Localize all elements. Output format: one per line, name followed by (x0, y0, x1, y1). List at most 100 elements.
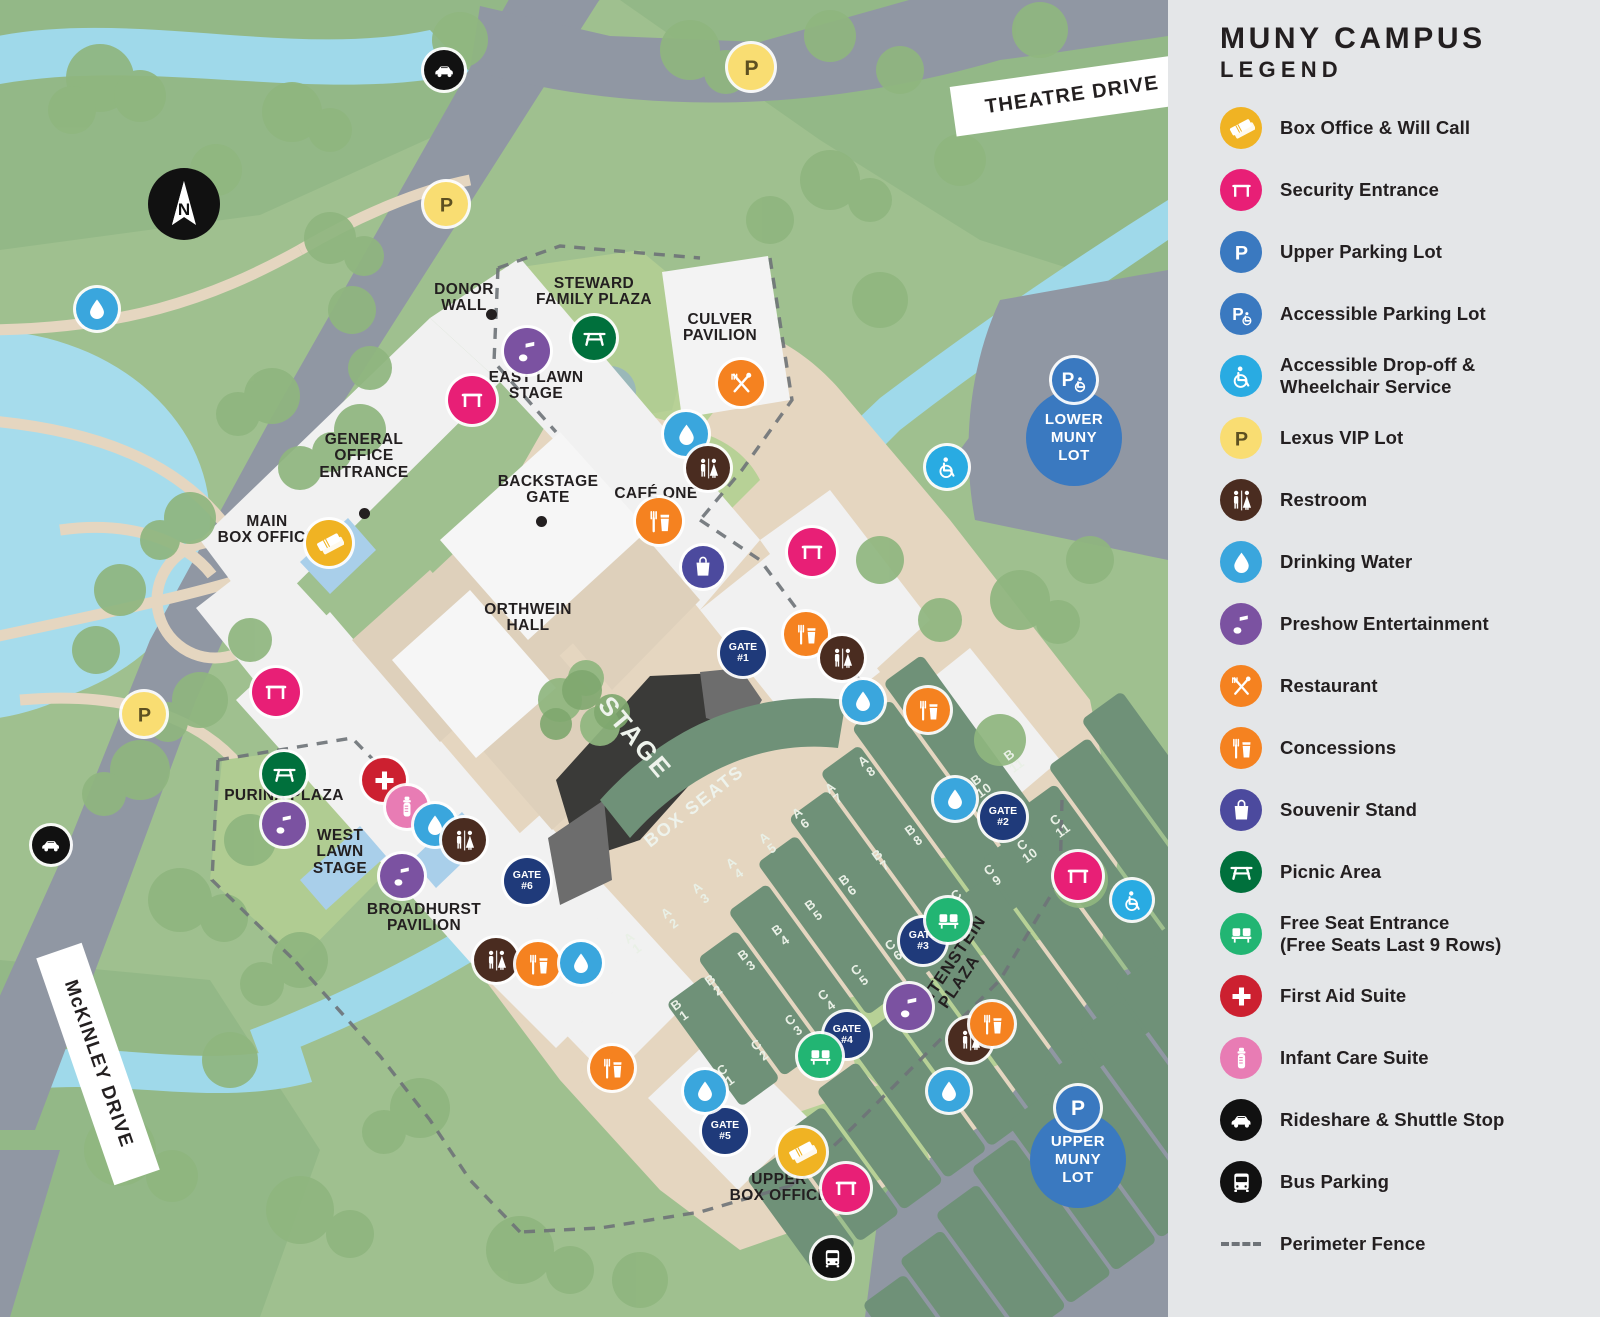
security-gate-icon[interactable] (448, 376, 496, 424)
music-note-icon[interactable] (262, 802, 306, 846)
legend-item-tickets: Box Office & Will Call (1220, 105, 1600, 151)
legend-title: MUNY CAMPUS (1220, 22, 1486, 55)
legend-item-picnic-table: Picnic Area (1220, 849, 1600, 895)
backstage-gate-dot (536, 516, 547, 527)
security-gate-icon[interactable] (788, 528, 836, 576)
lexus-parking-icon[interactable]: P (122, 692, 166, 736)
restaurant-icon (1220, 665, 1262, 707)
concessions-icon (1220, 727, 1262, 769)
security-gate-icon[interactable] (252, 668, 300, 716)
legend-item-label: Restroom (1280, 489, 1368, 511)
concessions-icon[interactable] (906, 688, 950, 732)
restroom-icon[interactable] (686, 446, 730, 490)
legend-item-water-drop: Drinking Water (1220, 539, 1600, 585)
music-note-icon[interactable] (504, 328, 550, 374)
legend-item-label: Concessions (1280, 737, 1397, 759)
broadhurst-pavilion-label: BROADHURST PAVILION (366, 901, 482, 935)
water-drop-icon[interactable] (560, 942, 602, 984)
free-seat-icon[interactable] (798, 1034, 842, 1078)
music-note-icon[interactable] (886, 984, 932, 1030)
legend-item-label: Picnic Area (1280, 861, 1382, 883)
lexus-parking-icon[interactable]: P (728, 44, 774, 90)
water-drop-icon[interactable] (928, 1070, 970, 1112)
svg-text:P: P (1232, 304, 1243, 323)
tickets-icon[interactable] (306, 520, 352, 566)
gate-3-label: GATE #3 (908, 928, 938, 952)
restroom-icon[interactable] (820, 636, 864, 680)
picnic-table-icon[interactable] (572, 316, 616, 360)
lexus-parking-icon[interactable]: P (424, 182, 468, 226)
culver-pavilion-label: CULVER PAVILION (682, 311, 758, 345)
legend-item-label: Lexus VIP Lot (1280, 427, 1404, 449)
legend-item-lexus-parking: P Lexus VIP Lot (1220, 415, 1600, 461)
music-note-icon[interactable] (380, 854, 424, 898)
restaurant-icon[interactable] (718, 360, 764, 406)
backstage-gate-label: BACKSTAGE GATE (497, 473, 599, 507)
lower-muny-lot-bubble[interactable]: LOWER MUNY LOT (1026, 390, 1122, 486)
restroom-icon[interactable] (442, 818, 486, 862)
svg-text:P: P (744, 56, 758, 80)
parking-p-icon: P (1220, 231, 1262, 273)
concessions-icon[interactable] (970, 1002, 1014, 1046)
legend-item-label: Bus Parking (1280, 1171, 1390, 1193)
tickets-icon[interactable] (778, 1128, 826, 1176)
gate-1-label: GATE #1 (728, 640, 758, 664)
svg-text:P: P (1234, 428, 1247, 450)
concessions-icon[interactable] (590, 1046, 634, 1090)
water-drop-icon[interactable] (934, 778, 976, 820)
legend-item-accessible-parking: P Accessible Parking Lot (1220, 291, 1600, 337)
souvenir-bag-icon[interactable] (682, 546, 724, 588)
rideshare-car-icon[interactable] (32, 826, 70, 864)
gate-2-label: GATE #2 (988, 804, 1018, 828)
legend-item-label: Accessible Drop-off & Wheelchair Service (1280, 354, 1476, 397)
bus-icon (1220, 1161, 1262, 1203)
accessible-parking-icon: P (1220, 293, 1262, 335)
legend-item-wheelchair: Accessible Drop-off & Wheelchair Service (1220, 353, 1600, 399)
water-drop-icon (1220, 541, 1262, 583)
parking-p-icon[interactable]: P (1056, 1086, 1100, 1130)
concessions-icon[interactable] (516, 942, 560, 986)
tickets-icon (1220, 107, 1262, 149)
water-drop-icon[interactable] (76, 288, 118, 330)
gate-2-marker[interactable]: GATE #2 (980, 794, 1026, 840)
perimeter-fence-icon (1220, 1223, 1262, 1265)
legend-panel: MUNY CAMPUS LEGEND Box Office & Will Cal… (1168, 0, 1600, 1317)
rideshare-car-icon[interactable] (424, 50, 464, 90)
free-seat-icon[interactable] (926, 898, 970, 942)
restroom-icon (1220, 479, 1262, 521)
legend-item-label: First Aid Suite (1280, 985, 1407, 1007)
restroom-icon[interactable] (474, 938, 518, 982)
accessible-parking-icon[interactable]: P (1052, 358, 1096, 402)
concessions-icon[interactable] (636, 498, 682, 544)
water-drop-icon[interactable] (842, 680, 884, 722)
orthwein-hall-label: ORTHWEIN HALL (484, 601, 572, 635)
legend-item-first-aid: First Aid Suite (1220, 973, 1600, 1019)
first-aid-icon (1220, 975, 1262, 1017)
legend-item-label: Upper Parking Lot (1280, 241, 1443, 263)
gate-1-marker[interactable]: GATE #1 (720, 630, 766, 676)
wheelchair-icon[interactable] (926, 446, 968, 488)
legend-item-list: Box Office & Will Call Security Entrance… (1220, 105, 1600, 1267)
lexus-parking-icon: P (1220, 417, 1262, 459)
legend-item-label: Preshow Entertainment (1280, 613, 1489, 635)
picnic-table-icon[interactable] (262, 752, 306, 796)
wheelchair-icon[interactable] (1112, 880, 1152, 920)
gate-6-marker[interactable]: GATE #6 (504, 858, 550, 904)
legend-item-label: Drinking Water (1280, 551, 1413, 573)
security-gate-icon[interactable] (822, 1164, 870, 1212)
upper-muny-lot-bubble[interactable]: UPPER MUNY LOT (1030, 1112, 1126, 1208)
bus-icon[interactable] (812, 1238, 852, 1278)
rideshare-car-icon (1220, 1099, 1262, 1141)
svg-text:P: P (1234, 242, 1247, 264)
general-office-entrance-label: GENERAL OFFICE ENTRANCE (319, 431, 409, 481)
legend-item-label: Restaurant (1280, 675, 1378, 697)
gate-4-label: GATE #4 (832, 1022, 862, 1046)
wheelchair-icon (1220, 355, 1262, 397)
security-gate-icon[interactable] (1054, 852, 1102, 900)
water-drop-icon[interactable] (684, 1070, 726, 1112)
gate-5-marker[interactable]: GATE #5 (702, 1108, 748, 1154)
gate-6-label: GATE #6 (512, 868, 542, 892)
legend-item-label: Infant Care Suite (1280, 1047, 1429, 1069)
donor-wall-dot (486, 309, 497, 320)
